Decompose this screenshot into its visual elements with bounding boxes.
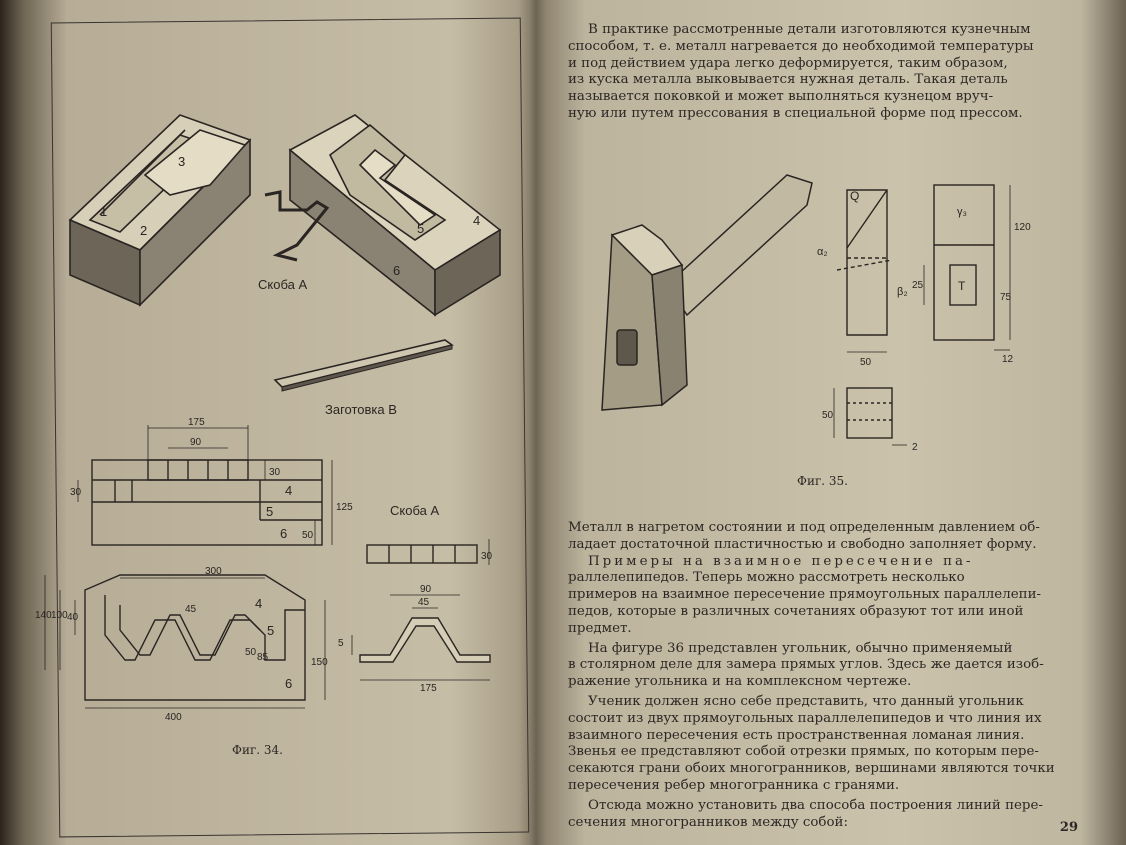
bracket-a-side-view: 90 45 5 175: [338, 584, 491, 694]
body-line-2: ладает достаточной пластичностью и свобо…: [568, 536, 1037, 552]
dim-40: 40: [67, 612, 79, 623]
dim-45-bracket: 45: [418, 597, 430, 608]
top-line-3: и под действием удара легко деформируетс…: [568, 55, 1008, 71]
page-number: 29: [1059, 820, 1078, 835]
dim-120-fig35: 120: [1014, 222, 1031, 233]
label-b2: β₂: [897, 286, 908, 298]
dim-175-bracket: 175: [420, 683, 437, 694]
top-part-5: 5: [266, 504, 273, 519]
top-line-6: ную или путем прессования в специальной …: [568, 105, 1023, 121]
hammer-illustration: [601, 174, 813, 411]
top-paragraph: В практике рассмотренные детали изготовл…: [568, 22, 1068, 123]
part-3-label: 3: [178, 154, 185, 169]
body-text: Металл в нагретом состоянии и под опреде…: [568, 520, 1068, 831]
body-line-17: Отсюда можно установить два способа пост…: [588, 797, 1043, 813]
dim-50b-fig35: 50: [822, 410, 834, 421]
body-line-6: педов, которые в различных сочетаниях об…: [568, 603, 1024, 619]
dim-30a: 30: [70, 487, 82, 498]
iso-block-1: 3 1 2: [68, 114, 252, 307]
body-line-1: Металл в нагретом состоянии и под опреде…: [568, 520, 1040, 535]
part-2-label: 2: [140, 223, 147, 238]
dim-85: 85: [257, 652, 269, 663]
body-line-16: пересечения ребер многогранника с граням…: [568, 777, 900, 793]
body-line-4: раллелепипедов. Теперь можно рассмотреть…: [568, 570, 965, 586]
dim-30b: 30: [269, 467, 281, 478]
dim-5-bracket: 5: [338, 638, 344, 649]
iso-bracket: [264, 190, 330, 262]
dim-75-fig35: 75: [1000, 292, 1012, 303]
label-t: T: [958, 279, 966, 293]
part-5-label: 5: [417, 221, 424, 236]
skoba-a-label: Скоба А: [258, 277, 308, 292]
dim-300: 300: [205, 566, 222, 577]
part-4-label: 4: [473, 213, 480, 228]
body-line-15: секаются грани обоих многогранников, вер…: [568, 761, 1055, 777]
bracket-a-top-view: 30: [366, 539, 493, 565]
dim-400: 400: [165, 712, 182, 723]
dim-30-bracket: 30: [481, 551, 493, 562]
dim-45-bottom: 45: [185, 604, 197, 615]
body-line-12: состоит из двух прямоугольных параллелеп…: [568, 710, 1042, 726]
body-line-5: примеров на взаимное пересечение прямоуг…: [568, 587, 1042, 603]
dim-90: 90: [190, 437, 202, 448]
bottom-part-5: 5: [267, 623, 274, 638]
part-6-label: 6: [393, 263, 400, 278]
body-line-18: сечения многогранников между собой:: [568, 814, 848, 830]
top-line-4: из куска металла выковывается нужная дет…: [568, 72, 1008, 88]
top-line-1: В практике рассмотренные детали изготовл…: [588, 22, 1031, 37]
fig35-drawings: Q α₂ β₂ γ₃ T 25 50 120 75 12 50 2: [817, 184, 1031, 453]
workpiece-b: [273, 339, 454, 392]
dim-25-fig35: 25: [912, 280, 924, 291]
bottom-part-6: 6: [285, 676, 292, 691]
dim-100: 100: [51, 610, 68, 621]
label-q: Q: [850, 189, 859, 203]
body-line-3: Примеры на взаимное пересечение па-: [588, 553, 974, 569]
top-part-6: 6: [280, 526, 287, 541]
left-page: 3 1 2 4 5 6 Скоба А Заготовка: [0, 0, 530, 845]
bottom-part-4: 4: [255, 596, 262, 611]
drawing-bottom-view: 300 45 140 100 40 4 5 50 85 150 6 400: [35, 566, 328, 723]
dim-50-fig35: 50: [860, 357, 872, 368]
body-line-13: взаимного пересечения есть пространствен…: [568, 727, 1025, 743]
right-page: В практике рассмотренные детали изготовл…: [532, 0, 1126, 845]
body-line-7: предмет.: [568, 620, 632, 636]
body-line-11: Ученик должен ясно себе представить, что…: [588, 693, 1024, 709]
iso-block-2: 4 5 6: [288, 114, 502, 317]
label-a2: α₂: [817, 246, 828, 258]
label-g3: γ₃: [957, 206, 967, 218]
zagotovka-b-label: Заготовка В: [325, 402, 397, 417]
dim-140: 140: [35, 610, 52, 621]
top-line-2: способом, т. е. металл нагревается до не…: [568, 38, 1034, 54]
dim-50: 50: [302, 530, 314, 541]
body-line-10: ражение угольника и на комплексном черте…: [568, 674, 912, 690]
dim-90-bracket: 90: [420, 584, 432, 595]
fig35-caption: Фиг. 35.: [797, 474, 848, 488]
body-line-14: Звенья ее представляют собой отрезки пря…: [568, 744, 1039, 760]
drawing-top-view: 175 90 30 30 4 5 6 125 50: [70, 417, 353, 546]
dim-125: 125: [336, 502, 353, 513]
dim-2-fig35: 2: [912, 442, 918, 453]
body-line-9: в столярном деле для замера прямых углов…: [568, 657, 1044, 673]
dim-50-bottom: 50: [245, 647, 257, 658]
dim-150: 150: [311, 657, 328, 668]
body-line-8: На фигуре 36 представлен угольник, обычн…: [588, 640, 1013, 656]
top-line-5: называется поковкой и может выполняться …: [568, 89, 994, 105]
dim-12-fig35: 12: [1002, 354, 1014, 365]
top-part-4: 4: [285, 483, 292, 498]
skoba-a-label-2: Скоба А: [390, 503, 440, 518]
fig34-caption: Фиг. 34.: [232, 743, 283, 757]
dim-175: 175: [188, 417, 205, 428]
part-1-label: 1: [100, 204, 107, 219]
